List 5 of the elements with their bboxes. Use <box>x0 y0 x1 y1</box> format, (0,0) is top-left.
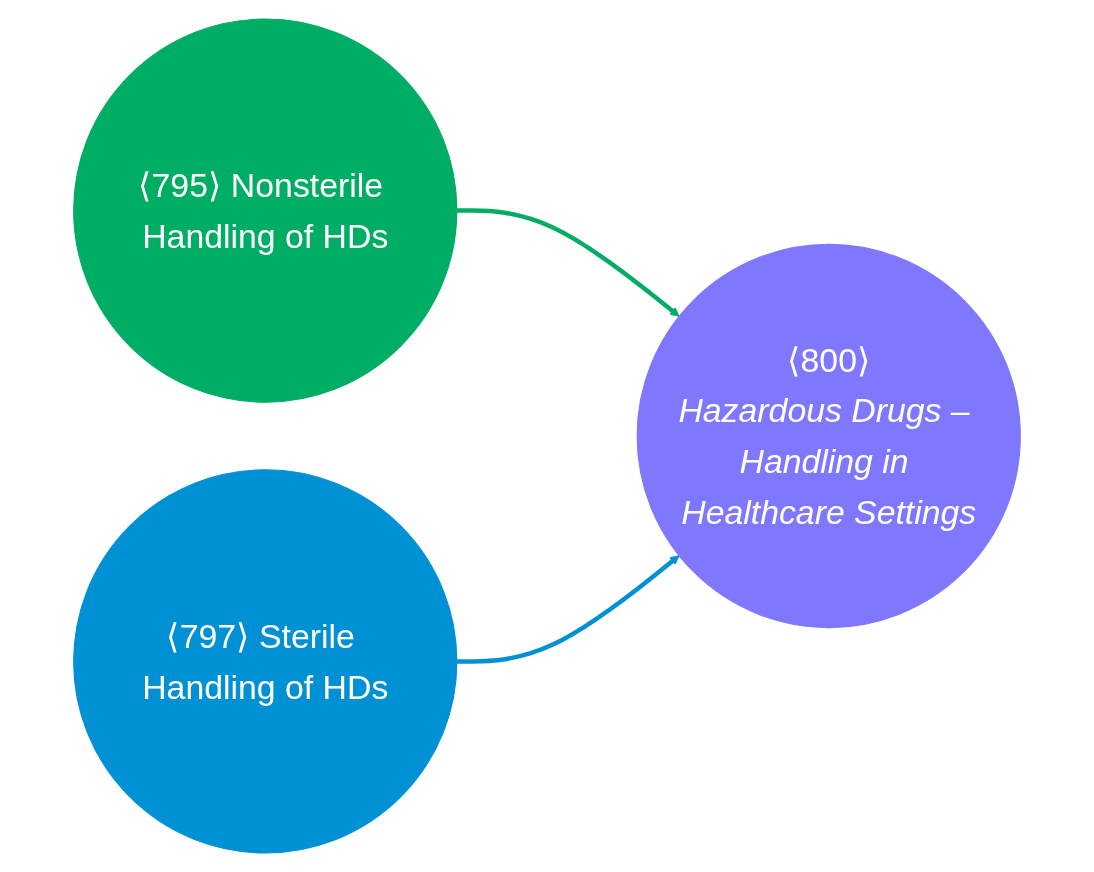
node-circle: ⟨800⟩ Hazardous Drugs – Handling in Healthcare Settings <box>636 243 1021 629</box>
arrow <box>456 208 680 317</box>
node-circle: ⟨797⟩ Sterile Handling of HDs <box>73 469 458 854</box>
node-circle: ⟨795⟩ Nonsterile Handling of HDs <box>73 18 458 403</box>
arrow <box>456 555 680 664</box>
